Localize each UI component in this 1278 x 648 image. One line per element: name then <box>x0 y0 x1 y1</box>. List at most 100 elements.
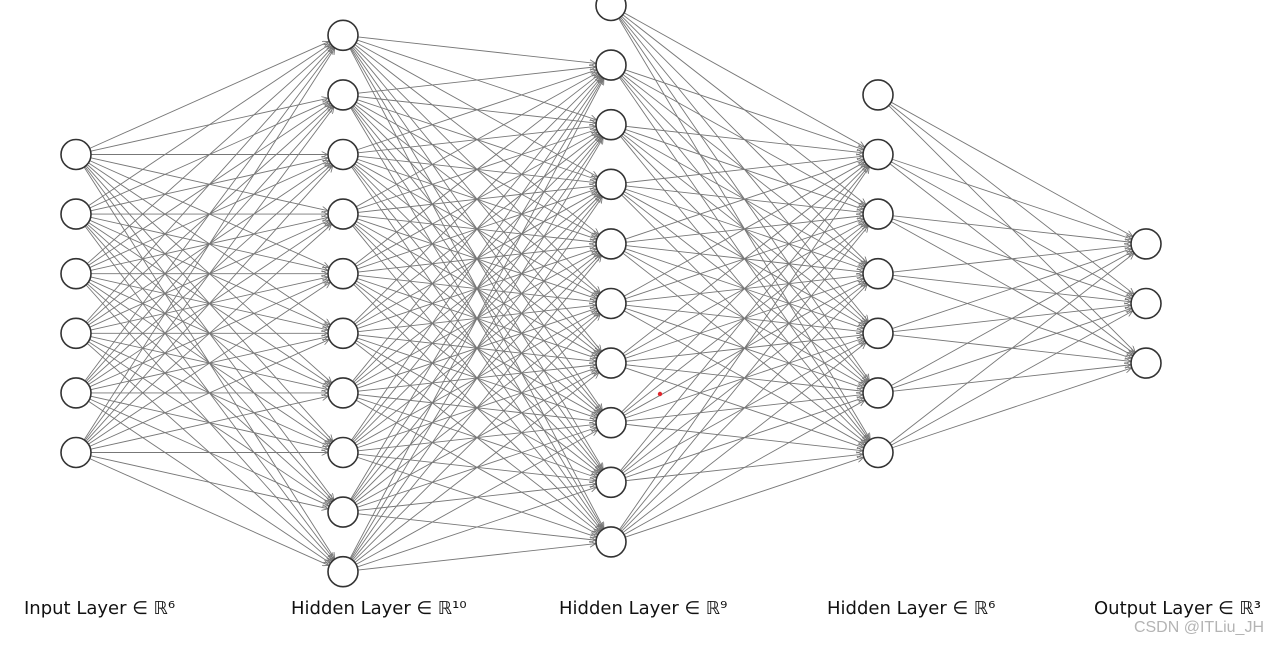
connection-0-5-0 <box>83 49 334 441</box>
bias-node-layer-2 <box>595 0 627 22</box>
connection-0-5-2 <box>85 166 332 442</box>
connection-3-4-0 <box>892 249 1131 329</box>
neuron-layer-1-1 <box>327 79 359 111</box>
bias-node-layer-3 <box>862 79 894 111</box>
connection-0-5-8 <box>90 455 328 509</box>
connection-0-1-0 <box>88 44 329 207</box>
connection-2-8-0 <box>620 167 867 471</box>
neuron-layer-3-0 <box>862 138 894 171</box>
connection-0-5-9 <box>89 458 329 566</box>
layer-label-output: Output Layer ∈ ℝ³ <box>1094 598 1262 619</box>
connection-3-6-2 <box>892 368 1131 449</box>
connection-1-8-0 <box>350 79 603 500</box>
connection-1-9-1 <box>350 138 603 560</box>
layer-label-hidden-2: Hidden Layer ∈ ℝ⁹ <box>559 598 728 619</box>
neuron-layer-0-4 <box>60 377 92 409</box>
neuron-layer-1-7 <box>327 436 359 469</box>
connection-1-2-0 <box>357 70 596 151</box>
neuron-layer-2-8 <box>595 526 627 558</box>
connection-0-5-6 <box>90 396 328 450</box>
connection-2-4-0 <box>625 160 863 240</box>
connection-2-9-5 <box>625 458 863 538</box>
connection-1-3-0 <box>355 73 597 208</box>
neuron-layer-1-4 <box>327 257 359 290</box>
connection-3-6-0 <box>889 254 1134 444</box>
connection-1-4-0 <box>354 75 599 265</box>
connection-0-5-3 <box>86 225 331 443</box>
connection-2-9-2 <box>621 285 867 532</box>
connection-1-7-0 <box>351 78 602 441</box>
neuron-layer-1-8 <box>327 496 359 528</box>
connection-0-4-0 <box>84 48 333 382</box>
neuron-layer-1-5 <box>327 317 359 350</box>
connection-1-1-0 <box>357 67 595 94</box>
neuron-layer-3-4 <box>862 377 894 409</box>
connection-3-2-0 <box>892 215 1130 242</box>
connection-1-9-3 <box>352 256 600 561</box>
neuron-layer-4-1 <box>1130 287 1162 320</box>
connection-1-9-5 <box>354 373 599 563</box>
connection-1-6-0 <box>352 77 600 382</box>
connection-1-5-0 <box>353 76 600 324</box>
connection-3-5-0 <box>890 252 1132 387</box>
connection-2-7-0 <box>621 166 867 413</box>
layer-label-hidden-3: Hidden Layer ∈ ℝ⁶ <box>827 598 996 619</box>
neuron-layer-0-3 <box>60 317 92 350</box>
watermark: CSDN @ITLiu_JH <box>1133 619 1264 636</box>
neuron-layer-2-7 <box>595 466 627 499</box>
connection-3-1-0 <box>892 158 1131 239</box>
connection-0-2-0 <box>86 46 331 265</box>
connection-3-0-0 <box>890 101 1132 236</box>
neuron-layer-2-0 <box>595 49 627 81</box>
neuron-layer-2-6 <box>595 406 627 439</box>
neuron-layer-0-2 <box>60 257 92 290</box>
connection-0-5-4 <box>88 283 329 445</box>
connection-0-3-0 <box>85 47 332 323</box>
neuron-layer-1-0 <box>327 19 359 52</box>
neuron-layer-1-9 <box>327 555 359 588</box>
connection-2-1-0 <box>625 69 863 150</box>
connection-0-5-5 <box>89 340 329 447</box>
neuron-layer-1-2 <box>327 138 359 171</box>
neuron-layer-2-2 <box>595 168 627 201</box>
neuron-layer-2-1 <box>595 108 627 141</box>
neuron-layer-3-1 <box>862 198 894 230</box>
connection-0-0-0 <box>89 42 329 149</box>
connection-2-5-0 <box>623 162 864 297</box>
connection-2-6-0 <box>622 164 866 355</box>
neuron-layer-4-0 <box>1130 228 1162 260</box>
connections <box>83 12 1135 571</box>
connection-2-9-0 <box>619 168 869 530</box>
connection-2-9-3 <box>622 343 866 534</box>
neuron-layer-0-1 <box>60 198 92 230</box>
layer-label-input: Input Layer ∈ ℝ⁶ <box>24 598 176 619</box>
neuron-layer-3-2 <box>862 257 894 290</box>
connection-1-0-0 <box>357 36 595 63</box>
connection-2-0-0 <box>623 12 864 147</box>
connection-1-9-8 <box>357 544 595 571</box>
neuron-layer-3-3 <box>862 317 894 350</box>
connection-2-2-0 <box>625 125 862 152</box>
connection-1-9-2 <box>351 197 602 560</box>
connection-2-3-0 <box>625 156 862 184</box>
connection-2-9-4 <box>623 401 864 535</box>
red-dot <box>657 391 663 397</box>
neuron-layer-0-0 <box>60 138 92 171</box>
layer-label-hidden-1: Hidden Layer ∈ ℝ¹⁰ <box>291 598 467 619</box>
neuron-layer-1-3 <box>327 198 359 230</box>
connection-3-3-0 <box>892 246 1130 273</box>
connection-0-5-1 <box>84 108 333 441</box>
neuron-layer-3-5 <box>862 436 894 469</box>
connection-1-9-0 <box>349 79 604 559</box>
connection-3-6-1 <box>890 311 1132 446</box>
neuron-layer-0-5 <box>60 436 92 469</box>
connection-1-9-7 <box>357 487 596 568</box>
neuron-layer-2-5 <box>595 347 627 379</box>
neuron-layer-2-4 <box>595 287 627 320</box>
connection-1-9-4 <box>353 315 600 562</box>
neuron-layer-2-3 <box>595 228 627 260</box>
neuron-layer-4-2 <box>1130 347 1162 379</box>
neuron-layer-1-6 <box>327 377 359 409</box>
connection-1-9-6 <box>355 430 597 565</box>
